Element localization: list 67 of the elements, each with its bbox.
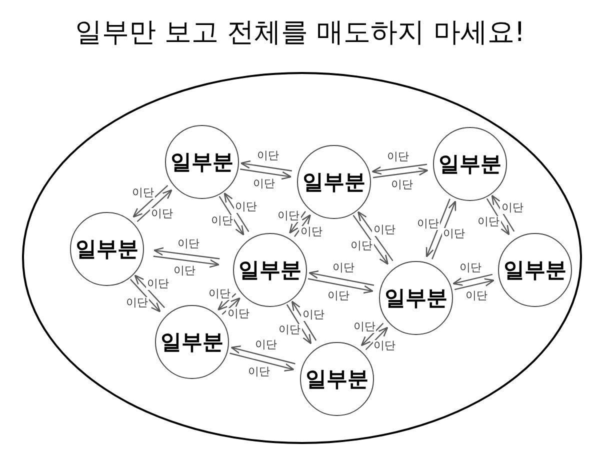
arrow <box>154 247 220 260</box>
edge-label: 이단 <box>125 296 150 309</box>
edge-label: 이단 <box>416 218 440 230</box>
edge-label: 이단 <box>176 238 200 250</box>
edge-label: 이단 <box>172 265 197 278</box>
arrow <box>291 300 317 341</box>
edge-label: 이단 <box>210 215 234 228</box>
edge-label: 이단 <box>372 340 397 352</box>
arrow <box>486 198 510 236</box>
edge-label: 이단 <box>299 226 324 238</box>
circle-node: 일부분 <box>155 305 229 379</box>
arrow <box>454 278 494 290</box>
circle-node: 일부분 <box>165 125 239 199</box>
circle-node: 일부분 <box>233 233 307 307</box>
arrow <box>365 326 388 350</box>
edge-label: 이단 <box>254 338 278 351</box>
edge-label: 이단 <box>350 240 374 252</box>
circle-node: 일부분 <box>379 261 453 335</box>
edge-label: 이단 <box>476 216 501 228</box>
circle-node: 일부분 <box>433 127 507 201</box>
arrow <box>294 214 311 237</box>
arrow <box>222 297 241 315</box>
edge-label: 이단 <box>458 262 482 274</box>
arrow <box>230 352 294 372</box>
edge-label: 이단 <box>208 288 232 300</box>
edge-label: 이단 <box>442 228 466 240</box>
arrow <box>224 192 250 232</box>
edge-label: 이단 <box>372 224 396 236</box>
arrow <box>286 304 312 344</box>
edge-label: 이단 <box>131 187 156 200</box>
arrow <box>308 278 374 294</box>
circle-node: 일부분 <box>300 342 374 416</box>
edge-label: 이단 <box>150 208 174 220</box>
title: 일부만 보고 전체를 매도하지 마세요! <box>74 16 526 50</box>
arrow <box>426 198 450 258</box>
arrow <box>452 274 493 286</box>
edge-label: 이단 <box>332 262 356 274</box>
circle-node: 일부분 <box>70 212 144 286</box>
edge-label: 이단 <box>276 210 301 222</box>
edge-label: 이단 <box>464 290 489 302</box>
edge-label: 이단 <box>386 151 410 164</box>
edge-label: 이단 <box>352 320 376 333</box>
edge-label: 이단 <box>226 308 250 320</box>
arrow <box>432 200 456 260</box>
edge-label: 이단 <box>390 178 414 191</box>
arrow <box>289 211 306 234</box>
edge-label: 이단 <box>247 366 272 378</box>
edge-label: 이단 <box>234 200 258 213</box>
arrow <box>230 346 296 364</box>
edge-label: 이단 <box>500 202 524 214</box>
arrow <box>308 270 374 286</box>
edge-label: 이단 <box>252 178 276 190</box>
arrow <box>240 168 292 180</box>
edge-label: 이단 <box>256 150 280 162</box>
edge-label: 이단 <box>146 278 170 290</box>
arrow <box>240 160 292 172</box>
circle-node: 일부분 <box>498 233 572 307</box>
edge-label: 이단 <box>326 290 350 302</box>
edge-label: 이단 <box>278 324 302 336</box>
arrow <box>491 194 515 232</box>
arrow <box>218 196 244 236</box>
arrow <box>372 164 428 175</box>
arrow <box>360 322 384 346</box>
edge-label: 이단 <box>301 309 326 322</box>
arrow <box>372 167 428 178</box>
arrow <box>153 256 220 268</box>
arrow <box>217 293 236 311</box>
